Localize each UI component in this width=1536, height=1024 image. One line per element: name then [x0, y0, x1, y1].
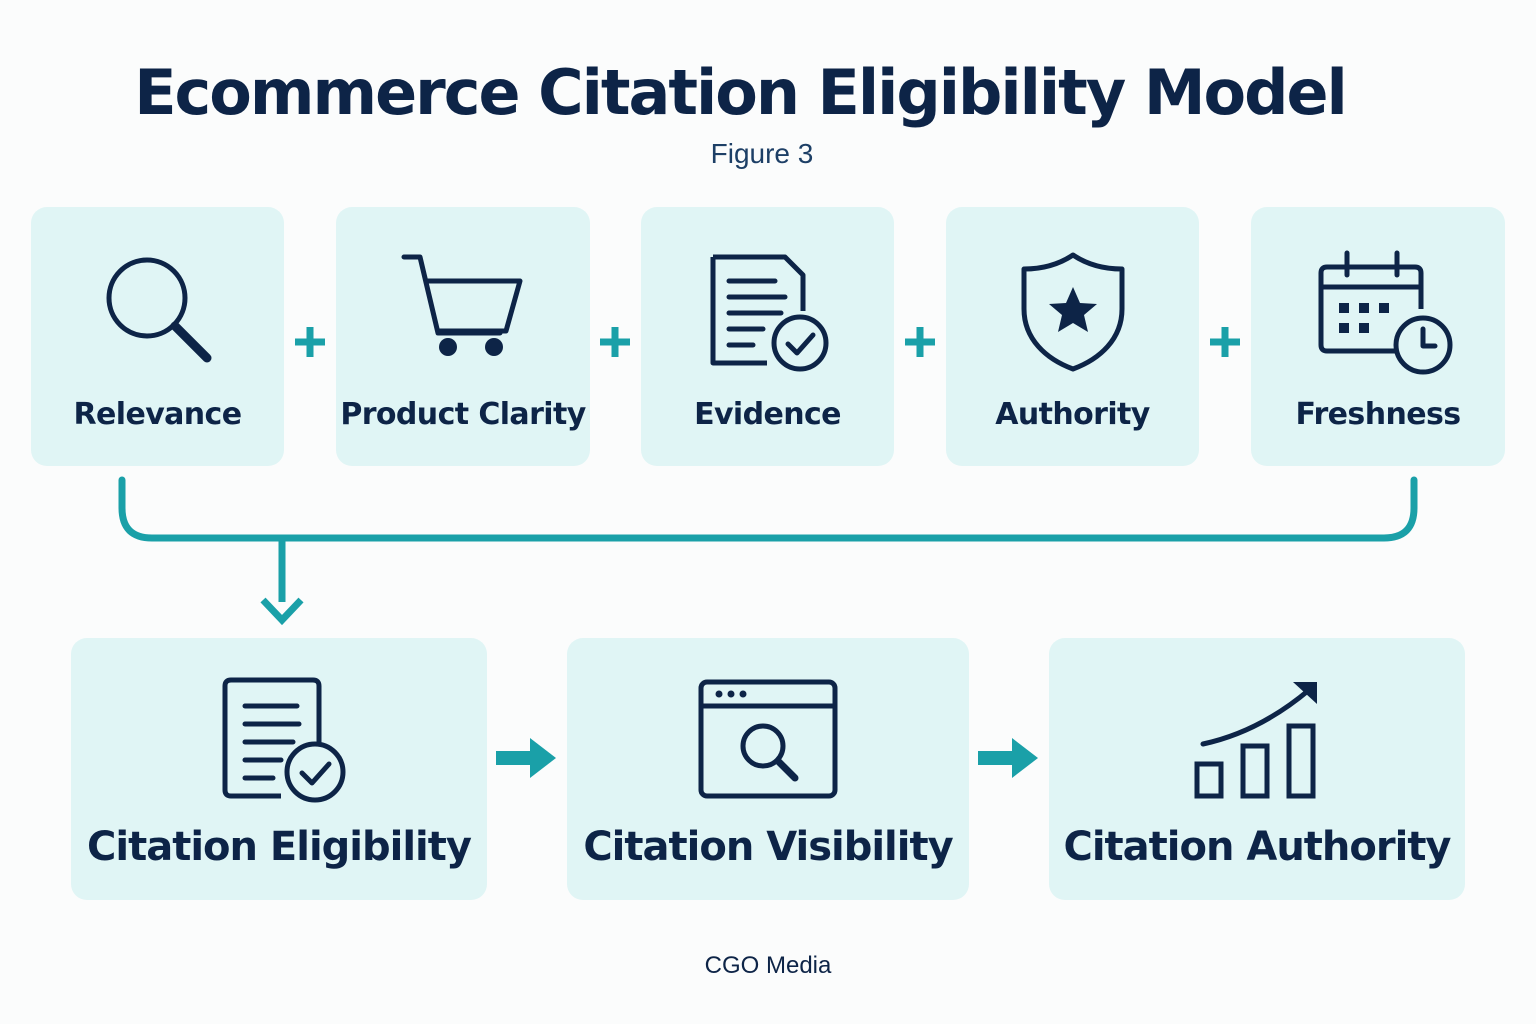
outcome-label: Citation Visibility: [583, 824, 953, 870]
shopping-cart-icon: [401, 254, 523, 356]
diagram-title: Ecommerce Citation Eligibility Model: [134, 56, 1348, 129]
growth-chart-icon: [1194, 682, 1317, 799]
search-icon: [106, 257, 212, 363]
plus-icon: [600, 327, 630, 357]
outcome-card-citation-authority: Citation Authority: [1049, 638, 1465, 900]
factor-label: Product Clarity: [340, 397, 586, 432]
document-check-icon: [222, 677, 346, 803]
factor-label: Authority: [995, 397, 1150, 432]
factor-label: Freshness: [1295, 397, 1462, 432]
figure-caption: Figure 3: [710, 138, 814, 169]
arrow-right-icon: [496, 738, 556, 778]
browser-search-icon: [698, 679, 838, 799]
shield-star-icon: [1021, 252, 1125, 372]
factor-card-freshness: Freshness: [1251, 207, 1505, 466]
arrow-right-icon: [978, 738, 1038, 778]
factor-label: Evidence: [694, 397, 841, 432]
plus-icon: [905, 327, 935, 357]
footer-credit: CGO Media: [704, 952, 832, 979]
calendar-clock-icon: [1318, 250, 1453, 375]
bracket-connector: [118, 476, 1418, 626]
plus-icon: [1210, 327, 1240, 357]
document-check-icon: [710, 254, 829, 372]
factor-card-authority: Authority: [946, 207, 1199, 466]
plus-icon: [295, 327, 325, 357]
factor-card-evidence: Evidence: [641, 207, 894, 466]
outcome-label: Citation Authority: [1063, 824, 1451, 870]
factor-label: Relevance: [73, 397, 243, 432]
factor-card-product-clarity: Product Clarity: [336, 207, 590, 466]
outcome-card-citation-eligibility: Citation Eligibility: [71, 638, 487, 900]
outcome-card-citation-visibility: Citation Visibility: [567, 638, 969, 900]
factor-card-relevance: Relevance: [31, 207, 284, 466]
outcome-label: Citation Eligibility: [87, 824, 472, 870]
